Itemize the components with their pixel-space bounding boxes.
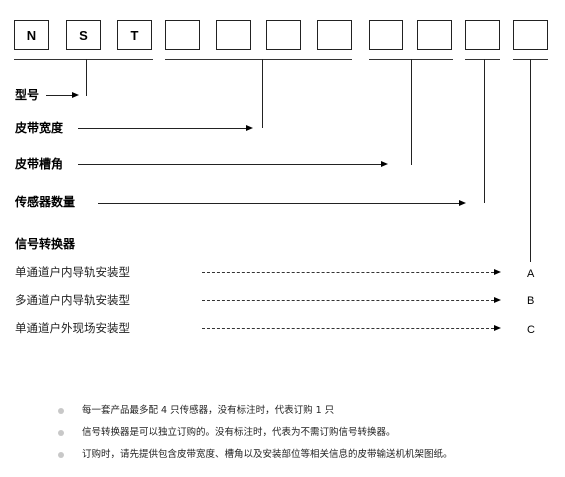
code-box-9 [417,20,452,50]
code-box-11 [513,20,548,50]
note-bullet-3 [58,452,64,458]
code-box-10 [465,20,500,50]
converter-option-c-leader [202,328,494,329]
code-box-5 [216,20,251,50]
connector-belt-width-horizontal [78,128,246,129]
underline-belt-width [165,59,352,60]
converter-option-b-code: B [527,295,535,307]
code-box-6 [266,20,301,50]
converter-option-c-arrow [494,325,501,331]
converter-option-a-code: A [527,268,535,280]
connector-sensor-count-horizontal [98,203,459,204]
connector-model-horizontal [46,95,72,96]
code-box-2: S [66,20,101,50]
note-2: 信号转换器是可以独立订购的。没有标注时，代表为不需订购信号转换器。 [82,427,396,438]
note-bullet-2 [58,430,64,436]
converter-option-b-arrow [494,297,501,303]
converter-option-c-code: C [527,324,535,336]
label-model: 型号 [15,88,40,102]
code-box-4 [165,20,200,50]
connector-sensor-count-vertical [484,59,485,203]
connector-model-vertical [86,59,87,96]
converter-option-a-leader [202,272,494,273]
converter-option-b-label: 多通道户内导轨安装型 [15,293,130,307]
code-box-1: N [14,20,49,50]
converter-option-c-label: 单通道户外现场安装型 [15,321,130,335]
converter-option-a-label: 单通道户内导轨安装型 [15,265,130,279]
code-box-8 [369,20,403,50]
note-3: 订购时，请先提供包含皮带宽度、槽角以及安装部位等相关信息的皮带输送机机架图纸。 [82,449,453,460]
arrow-trough-angle [381,161,388,167]
note-bullet-1 [58,408,64,414]
code-box-3: T [117,20,152,50]
label-trough-angle: 皮带槽角 [15,157,64,171]
underline-model [14,59,153,60]
note-1: 每一套产品最多配 4 只传感器，没有标注时，代表订购 1 只 [82,405,335,416]
code-box-7 [317,20,352,50]
arrow-sensor-count [459,200,466,206]
converter-option-b-leader [202,300,494,301]
label-sensor-count: 传感器数量 [15,195,76,209]
converter-option-a-arrow [494,269,501,275]
arrow-model [72,92,79,98]
arrow-belt-width [246,125,253,131]
label-converter-title: 信号转换器 [15,237,76,251]
connector-converter-vertical [530,59,531,262]
underline-sensor-count [465,59,500,60]
connector-trough-angle-horizontal [78,164,381,165]
connector-trough-angle-vertical [411,59,412,165]
label-belt-width: 皮带宽度 [15,121,64,135]
connector-belt-width-vertical [262,59,263,128]
